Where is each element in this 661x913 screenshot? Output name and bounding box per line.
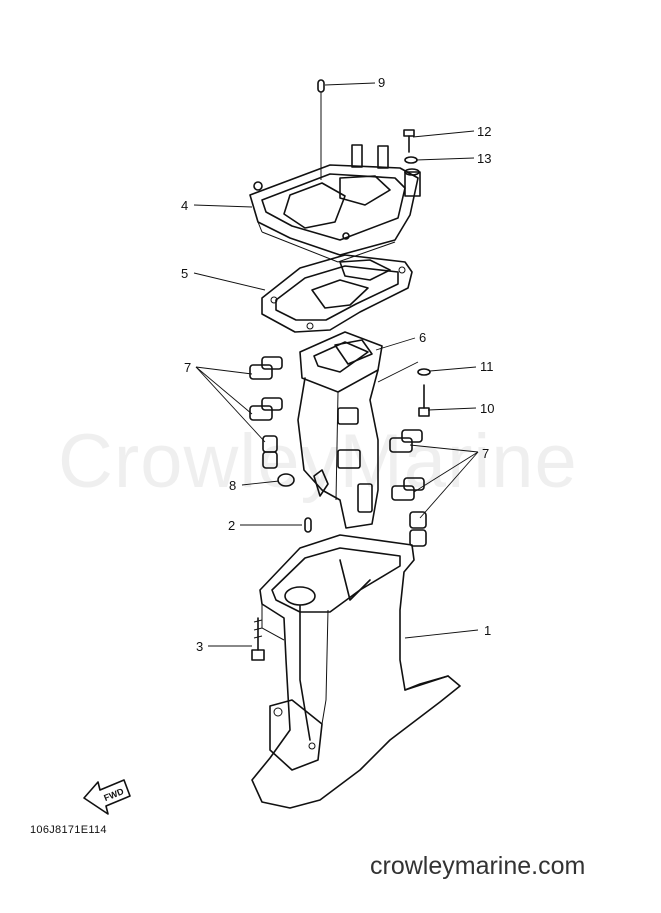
part-3-bolt[interactable]	[251, 617, 265, 661]
callout-12: 12	[477, 124, 491, 139]
callout-9: 9	[378, 75, 385, 90]
callout-13: 13	[477, 151, 491, 166]
part-4-upper-casing[interactable]	[249, 144, 421, 263]
callout-5: 5	[181, 266, 188, 281]
callout-3: 3	[196, 639, 203, 654]
part-13-washer[interactable]	[404, 156, 418, 164]
part-8-grommet[interactable]	[277, 473, 295, 487]
part-12-bolt[interactable]	[403, 129, 415, 153]
part-2-dowel-pin[interactable]	[304, 517, 312, 533]
fwd-label: FWD	[102, 786, 125, 803]
part-1-upper-casing[interactable]	[251, 534, 461, 809]
callout-8: 8	[229, 478, 236, 493]
part-5-gasket[interactable]	[261, 254, 413, 333]
part-10-bolt[interactable]	[418, 384, 430, 417]
callout-1: 1	[484, 623, 491, 638]
part-7-mounts-left[interactable]	[249, 356, 283, 469]
part-6-exhaust-guide[interactable]	[297, 331, 383, 529]
callout-labels: 9 12 13 4 5 6 11 10 7 7 8 2 3 1	[181, 75, 494, 654]
callout-11: 11	[480, 359, 494, 374]
leader-lines	[193, 82, 479, 647]
callout-6: 6	[419, 330, 426, 345]
part-9-dowel-pin[interactable]	[317, 79, 325, 180]
drawing-code: 106J8171E114	[30, 824, 107, 836]
part-11-washer[interactable]	[417, 368, 431, 376]
callout-7-right: 7	[482, 446, 489, 461]
callout-7-left: 7	[184, 360, 191, 375]
part-7-mounts-right[interactable]	[389, 429, 427, 547]
callout-2: 2	[228, 518, 235, 533]
fwd-arrow-icon: FWD	[83, 779, 131, 815]
footer-site-link[interactable]: crowleymarine.com	[370, 852, 586, 880]
callout-4: 4	[181, 198, 188, 213]
callout-10: 10	[480, 401, 494, 416]
